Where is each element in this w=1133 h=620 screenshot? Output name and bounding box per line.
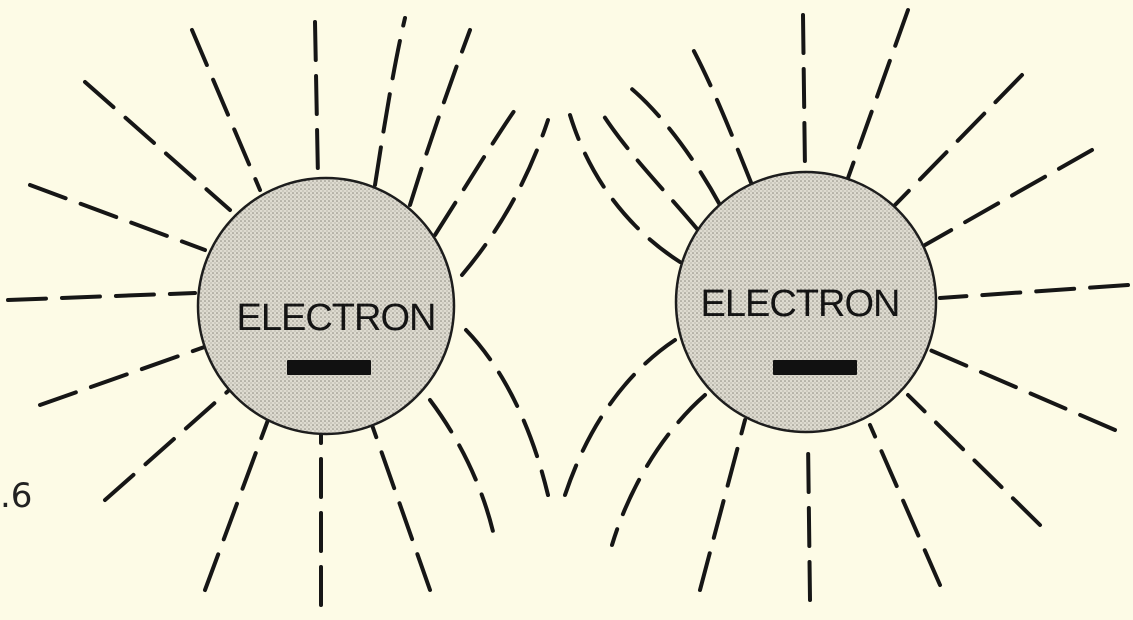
electron-right: ELECTRON [676,172,936,432]
field-line [895,75,1022,205]
minus-sign-icon [287,360,371,375]
field-line [688,40,752,185]
field-line [435,100,522,235]
field-line [700,420,745,590]
field-line [565,340,675,495]
field-line [803,15,805,170]
electron-label: ELECTRON [237,297,436,339]
field-line [925,150,1092,245]
electron-left: ELECTRON [198,178,454,434]
field-line [620,80,720,205]
field-line [315,22,318,178]
field-line [466,330,548,495]
field-line [808,440,810,600]
field-line [930,350,1115,430]
field-line [205,420,268,590]
field-line [105,385,235,500]
field-line [375,18,405,185]
field-line [192,30,260,190]
minus-sign-icon [773,360,857,375]
field-line [372,425,430,590]
field-line [848,10,908,178]
field-line [8,293,195,300]
field-line [430,400,496,545]
field-line [612,395,705,545]
figure-label: .6 [0,476,32,516]
field-line [30,185,205,250]
field-line [600,110,698,230]
field-line [85,82,230,210]
field-line [908,395,1040,525]
field-line [870,425,940,585]
field-line [940,285,1128,298]
field-line [462,120,548,275]
electron-label: ELECTRON [701,283,900,325]
field-lines [8,10,1128,605]
field-line [40,345,210,405]
field-line [410,30,470,205]
